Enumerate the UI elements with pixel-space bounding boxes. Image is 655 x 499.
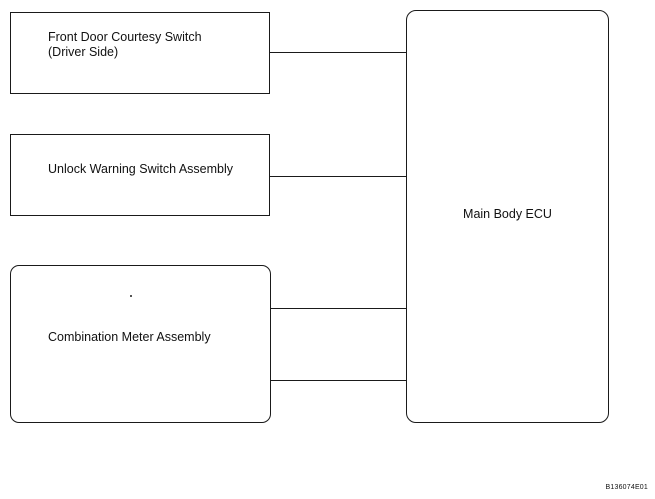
main-body-ecu-label: Main Body ECU <box>463 207 552 221</box>
main-body-ecu-box: Main Body ECU <box>406 10 609 423</box>
unlock-warning-switch-box: Unlock Warning Switch Assembly <box>10 134 270 216</box>
scan-speck <box>130 295 132 297</box>
wire-unlock-switch-to-ecu <box>270 176 406 177</box>
unlock-warning-switch-label: Unlock Warning Switch Assembly <box>48 162 234 176</box>
combination-meter-label: Combination Meter Assembly <box>48 330 211 344</box>
combination-meter-box: Combination Meter Assembly <box>10 265 271 423</box>
wire-meter-to-ecu-lower <box>271 380 406 381</box>
wire-door-switch-to-ecu <box>270 52 406 53</box>
front-door-courtesy-switch-box: Front Door Courtesy Switch (Driver Side) <box>10 12 270 94</box>
front-door-courtesy-switch-label: Front Door Courtesy Switch (Driver Side) <box>48 30 202 60</box>
front-door-courtesy-switch-label-line2: (Driver Side) <box>48 45 119 59</box>
wire-meter-to-ecu-upper <box>271 308 406 309</box>
figure-id-label: B136074E01 <box>605 484 648 491</box>
front-door-courtesy-switch-label-line1: Front Door Courtesy Switch <box>48 30 202 44</box>
